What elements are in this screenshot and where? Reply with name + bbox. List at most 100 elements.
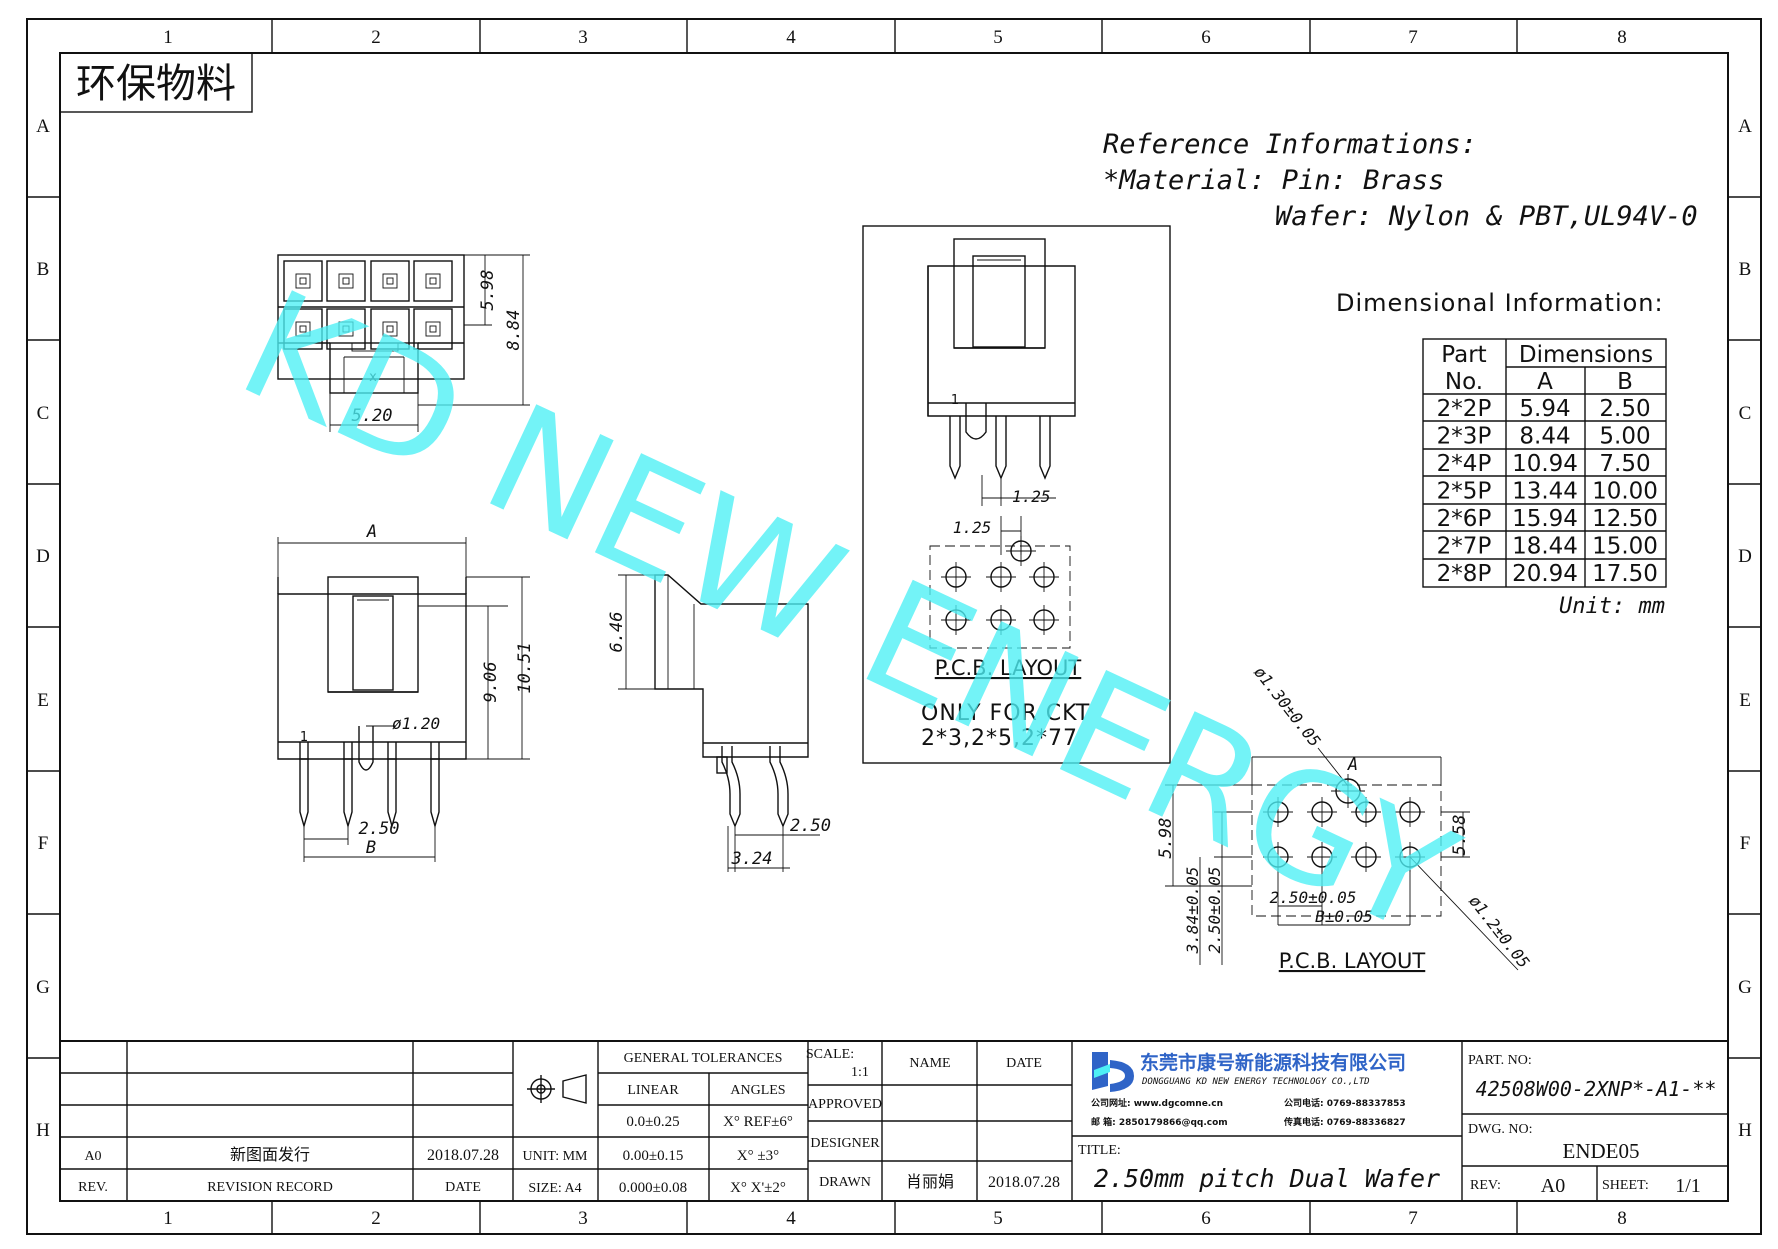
row-label: A: [36, 116, 50, 137]
col-label: 4: [786, 1208, 796, 1229]
table-cell-b: 12.50: [1592, 506, 1658, 532]
rev-date: 2018.07.28: [427, 1147, 499, 1164]
dim-pcb-phi12: ø1.2±0.05: [1465, 892, 1533, 972]
designer-label: DESIGNER: [810, 1136, 880, 1151]
dim-front-b: B: [366, 838, 376, 858]
title-block: A0 新图面发行 2018.07.28 REV. REVISION RECORD…: [59, 1040, 1729, 1202]
dim-top-520: 5.20: [352, 406, 393, 426]
dim-pcb-250h: 2.50±0.05: [1270, 888, 1357, 907]
size-label: SIZE: A4: [528, 1181, 581, 1196]
revision-record-header: REVISION RECORD: [207, 1180, 333, 1195]
title-label: TITLE:: [1078, 1143, 1121, 1158]
col-label: 3: [578, 1208, 588, 1229]
boxed-note-line2: 2*3,2*5,2*77: [921, 726, 1078, 751]
table-cell-part: 2*5P: [1437, 479, 1492, 505]
table-cell-b: 2.50: [1599, 396, 1650, 422]
row-label: E: [1739, 690, 1751, 711]
angle-tol-2: X° ±3°: [737, 1148, 779, 1164]
table-cell-b: 7.50: [1599, 451, 1650, 477]
rev-header: REV.: [78, 1180, 108, 1195]
contact-tel: 公司电话: 0769-88337853: [1284, 1097, 1406, 1109]
dwg-no-label: DWG. NO:: [1468, 1122, 1533, 1137]
scale-label: SCALE:: [806, 1047, 854, 1062]
row-label: F: [38, 833, 49, 854]
rev-record-text: 新图面发行: [230, 1146, 310, 1164]
part-no: 42508W00-2XNP*-A1-**: [1476, 1077, 1717, 1101]
table-cell-a: 5.94: [1519, 396, 1570, 422]
table-cell-a: 20.94: [1512, 561, 1578, 587]
dim-front-phi120: ø1.20: [392, 714, 440, 733]
part-no-label: PART. NO:: [1468, 1053, 1532, 1068]
boxed-pcb-holes: [941, 536, 1059, 635]
table-cell-b: 17.50: [1592, 561, 1658, 587]
angle-tol-3: X° X'±2°: [730, 1180, 786, 1196]
col-label: 5: [993, 1208, 1003, 1229]
reference-material: *Material: Pin: Brass: [1103, 165, 1444, 196]
table-cell-b: 5.00: [1599, 424, 1650, 450]
scale-value: 1:1: [851, 1065, 869, 1080]
dim-front-1051: 10.51: [515, 642, 535, 693]
dim-top-884: 8.84: [504, 310, 524, 351]
contact-web: 公司网址: www.dgcomne.cn: [1091, 1097, 1223, 1109]
front-view: 1 A 9.06 10.51 ø1.20 2.50 B: [277, 522, 535, 862]
sheet-label: SHEET:: [1602, 1178, 1649, 1193]
drawn-date: 2018.07.28: [988, 1174, 1060, 1191]
dim-pcb-558: 5.58: [1450, 815, 1470, 856]
name-header: NAME: [909, 1056, 950, 1071]
table-cell-a: 18.44: [1512, 534, 1578, 560]
unit-label: UNIT: MM: [522, 1149, 588, 1164]
linear-tol-3: 0.000±0.08: [619, 1180, 687, 1196]
boxed-view: 1 1.25 1.25 P.C.B. LAYOUT ONLY FOR CKT 2…: [862, 225, 1171, 764]
table-cell-a: 13.44: [1512, 479, 1578, 505]
angles-label: ANGLES: [730, 1083, 785, 1098]
dim-side-324: 3.24: [731, 849, 773, 869]
company-name-en: DONGGUANG KD NEW ENERGY TECHNOLOGY CO.,L…: [1141, 1077, 1370, 1087]
row-label: B: [1739, 259, 1752, 280]
pcb-holes: [1263, 774, 1425, 872]
row-label: G: [36, 977, 50, 998]
company-logo: [1092, 1052, 1134, 1092]
pcb-layout-label: P.C.B. LAYOUT: [1279, 949, 1426, 973]
company-name-cn: 东莞市康号新能源科技有限公司: [1140, 1051, 1406, 1074]
boxed-pcb-label: P.C.B. LAYOUT: [935, 656, 1082, 680]
side-view: 6.46 2.50 3.24: [607, 574, 831, 872]
boxed-view-pin1: 1: [951, 393, 959, 408]
drawn-label: DRAWN: [819, 1175, 871, 1190]
table-cell-part: 2*4P: [1437, 451, 1492, 477]
row-label: D: [36, 546, 50, 567]
front-view-pin1: 1: [300, 730, 308, 745]
boxed-note-line1: ONLY FOR CKT: [921, 701, 1090, 726]
reference-info: Reference Informations: *Material: Pin: …: [1103, 129, 1698, 232]
eco-label-text: 环保物料: [76, 61, 236, 106]
table-cell-a: 10.94: [1512, 451, 1578, 477]
table-header-no: No.: [1445, 369, 1483, 395]
col-label: 2: [371, 1208, 381, 1229]
rev-code: A0: [84, 1149, 101, 1164]
top-view-mark: x: [369, 370, 377, 385]
sheet-value: 1/1: [1675, 1175, 1701, 1197]
dim-top-598: 5.98: [478, 270, 498, 311]
dim-boxed-125b: 1.25: [953, 518, 992, 537]
table-cell-b: 10.00: [1592, 479, 1658, 505]
top-view: x 5.98 8.84 5.20: [277, 254, 530, 432]
table-cell-part: 2*2P: [1437, 396, 1492, 422]
linear-tol-2: 0.00±0.15: [623, 1148, 684, 1164]
contact-fax: 传真电话: 0769-88336827: [1283, 1116, 1406, 1128]
dim-front-250: 2.50: [359, 819, 400, 839]
dim-pcb-384: 3.84±0.05: [1183, 867, 1202, 955]
row-label: C: [37, 403, 50, 424]
table-cell-part: 2*6P: [1437, 506, 1492, 532]
linear-label: LINEAR: [627, 1083, 679, 1098]
dim-boxed-125a: 1.25: [1012, 487, 1051, 506]
table-cell-a: 8.44: [1519, 424, 1570, 450]
col-label: 6: [1201, 27, 1211, 48]
dimensional-heading: Dimensional Information:: [1336, 289, 1664, 317]
row-label: H: [36, 1120, 50, 1141]
col-label: 7: [1408, 1208, 1418, 1229]
reference-wafer: Wafer: Nylon & PBT,UL94V-0: [1275, 201, 1698, 232]
title-value: 2.50mm pitch Dual Wafer: [1094, 1164, 1440, 1193]
dim-pcb-250v: 2.50±0.05: [1205, 867, 1224, 954]
